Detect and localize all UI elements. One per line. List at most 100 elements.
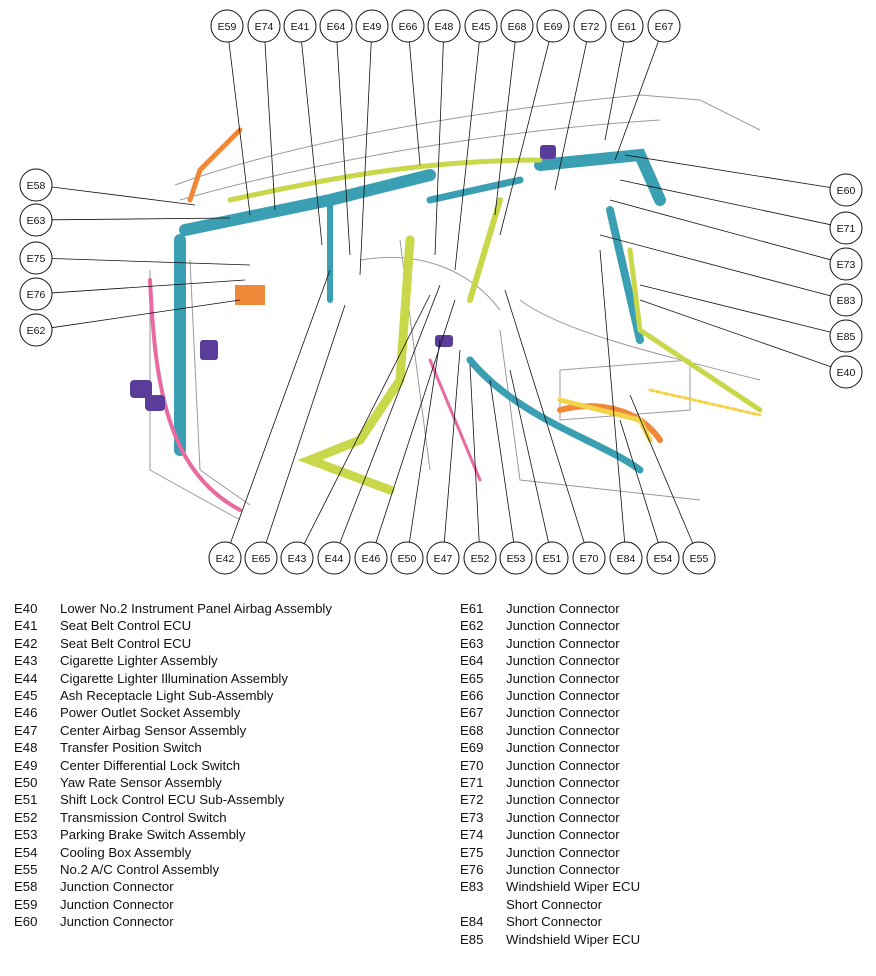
callout-e54: E54: [646, 541, 680, 575]
callout-circle: [19, 168, 53, 202]
callout-circle: [646, 541, 680, 575]
callout-label: E58: [27, 180, 46, 192]
instrument-panel-outline: [149, 94, 761, 521]
callout-circle: [829, 247, 863, 281]
callout-label: E73: [837, 259, 856, 271]
callout-label: E40: [837, 367, 856, 379]
callout-circle: [355, 9, 389, 43]
legend-code: E50: [14, 775, 38, 790]
legend-code: E70: [460, 757, 484, 773]
callout-circle: [572, 541, 606, 575]
legend-code: E48: [14, 740, 38, 756]
legend-description: Windshield Wiper ECU: [506, 879, 641, 895]
callout-label: E43: [288, 553, 307, 565]
legend-description: Junction Connector: [60, 879, 174, 895]
callout-e49: E49: [355, 9, 389, 43]
callout-circle: [829, 355, 863, 389]
legend-code: E84: [460, 914, 484, 930]
callout-label: E45: [472, 21, 491, 33]
callout-e45: E45: [464, 9, 498, 43]
callout-label: E67: [655, 21, 674, 33]
callout-e66: E66: [391, 9, 425, 43]
legend-description: Windshield Wiper ECU: [506, 931, 641, 947]
leader-line-e63: [51, 217, 231, 221]
callout-label: E76: [27, 289, 46, 301]
legend-description: Junction Connector: [506, 618, 620, 634]
callout-label: E70: [580, 553, 599, 565]
legend-description: Seat Belt Control ECU: [60, 635, 192, 651]
legend-code: E54: [14, 844, 38, 860]
callout-e85: E85: [829, 319, 863, 353]
leader-line-e76: [51, 279, 246, 294]
callout-circle: [464, 9, 498, 43]
callout-circle: [390, 541, 424, 575]
callout-circle: [283, 9, 317, 43]
callout-circle: [208, 541, 242, 575]
leader-line-e67: [614, 40, 659, 161]
callout-e58: E58: [19, 168, 53, 202]
callout-circle: [247, 9, 281, 43]
legend-code: E58: [14, 879, 38, 895]
callout-e84: E84: [609, 541, 643, 575]
leader-line-e41: [301, 41, 323, 246]
legend-description: Junction Connector: [506, 722, 620, 738]
callout-label: E74: [255, 21, 274, 33]
callout-circle: [317, 541, 351, 575]
legend-description: Junction Connector: [506, 844, 620, 860]
legend-description: Ash Receptacle Light Sub-Assembly: [60, 688, 274, 703]
legend-description: Parking Brake Switch Assembly: [60, 827, 246, 843]
callout-e46: E46: [354, 541, 388, 575]
callout-circle: [19, 203, 53, 237]
callout-e59: E59: [210, 9, 244, 43]
legend-code: E67: [460, 705, 484, 721]
callout-e52: E52: [463, 541, 497, 575]
callout-e61: E61: [610, 9, 644, 43]
legend-description: Yaw Rate Sensor Assembly: [60, 775, 222, 790]
callout-e60: E60: [829, 173, 863, 207]
legend-code: E47: [14, 722, 38, 738]
legend-code: E43: [14, 653, 38, 669]
callout-label: E84: [617, 553, 636, 565]
harness-pink: [148, 278, 482, 512]
callout-e65: E65: [244, 541, 278, 575]
legend-description: Junction Connector: [506, 705, 620, 721]
leader-lines: [51, 40, 832, 544]
leader-line-e45: [454, 41, 480, 271]
callout-label: E65: [252, 553, 271, 565]
callout-circle: [500, 9, 534, 43]
leader-line-e85: [639, 284, 831, 333]
legend-description: Junction Connector: [506, 601, 620, 616]
callout-circle: [499, 541, 533, 575]
callout-e72: E72: [573, 9, 607, 43]
legend-description: Transmission Control Switch: [60, 809, 227, 825]
legend-code: E65: [460, 670, 484, 686]
callout-e51: E51: [535, 541, 569, 575]
callout-label: E53: [507, 553, 526, 565]
callout-e74: E74: [247, 9, 281, 43]
leader-line-e64: [336, 41, 351, 256]
callout-e75: E75: [19, 241, 53, 275]
callout-e71: E71: [829, 211, 863, 245]
callout-label: E71: [837, 223, 856, 235]
callout-label: E42: [216, 553, 235, 565]
harness-yellow: [557, 388, 762, 443]
legend-code: E41: [14, 618, 38, 634]
leader-line-e75: [51, 258, 251, 266]
legend-code: E68: [460, 722, 484, 738]
callout-circle: [244, 541, 278, 575]
callout-e50: E50: [390, 541, 424, 575]
leader-line-e71: [619, 179, 831, 226]
legend-description: Junction Connector: [60, 914, 174, 930]
leader-line-e83: [599, 234, 831, 297]
legend-description: Cigarette Lighter Assembly: [60, 653, 218, 669]
leader-line-e42: [230, 269, 331, 544]
callout-circle: [19, 277, 53, 311]
leader-line-e49: [359, 41, 372, 276]
callout-circle: [391, 9, 425, 43]
harness-orange: [187, 127, 663, 443]
leader-line-e46: [375, 299, 456, 543]
callout-e62: E62: [19, 313, 53, 347]
legend-code: E71: [460, 775, 484, 790]
callout-circle: [319, 9, 353, 43]
legend-description: Seat Belt Control ECU: [60, 618, 192, 634]
